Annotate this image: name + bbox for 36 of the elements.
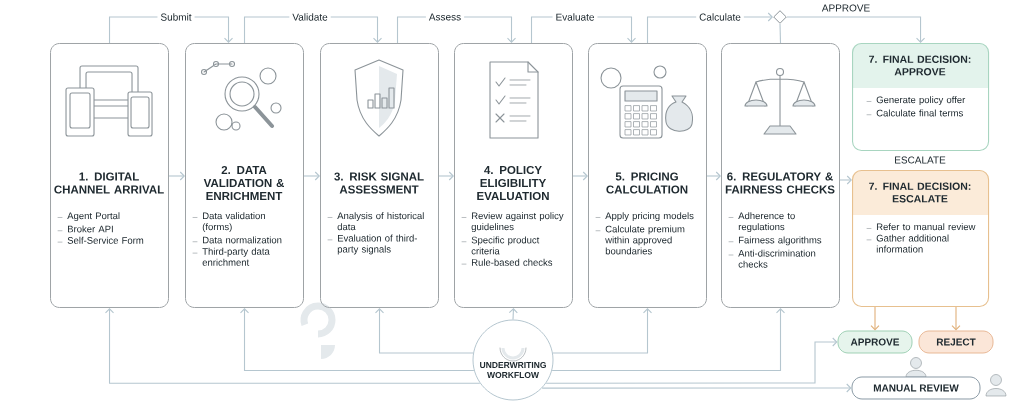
arrow	[545, 337, 838, 384]
edge-label: ESCALATE	[895, 156, 946, 164]
decision-card: 7. FINAL DECISION: APPROVE Generate policy offer Calculate final terms	[852, 43, 990, 152]
decision-card: 7. FINAL DECISION: ESCALATE Refer to manual review Gather additional information	[852, 170, 990, 308]
step-card: 1. DIGITAL CHANNEL ARRIVAL Agent Portal Broker API Self-Service Form	[50, 43, 169, 308]
arrow	[508, 308, 518, 321]
step-card: 5. PRICING CALCULATION Apply pricing models Calculate premium within approved boundaries	[588, 43, 707, 308]
edge-label: Submit	[157, 12, 195, 22]
step-card: 3. RISK SIGNAL ASSESSMENT Analysis of historical data Evaluation of third-party signals	[320, 43, 439, 308]
arrow	[552, 308, 653, 354]
outcome-pill: APPROVE	[837, 330, 913, 354]
arrow	[239, 308, 475, 372]
arrow	[706, 171, 721, 181]
edge-label: Assess	[425, 12, 465, 22]
arrow	[786, 16, 926, 43]
arrow	[870, 306, 880, 331]
step-card: 2. DATA VALIDATION & ENRICHMENT Data validation (forms) Data normalization Third-party data enrichment	[185, 43, 304, 308]
arrow	[438, 171, 454, 181]
arrow	[572, 171, 588, 181]
arrow	[104, 308, 481, 384]
step-card: 4. POLICY ELIGIBILITY EVALUATION Review against policy guidelines Specific product criteria Rule-based checks	[454, 43, 573, 308]
edge-label: APPROVE	[821, 4, 870, 12]
arrow	[374, 308, 474, 354]
decision-diamond	[773, 10, 787, 24]
arrow	[168, 171, 185, 181]
arrow	[551, 308, 786, 372]
arrow	[541, 383, 852, 393]
edge-label: Evaluate	[552, 12, 598, 22]
step-card: 6. REGULATORY & FAIRNESS CHECKS Adherence to regulations Fairness algorithms Anti-discrimination checks	[721, 43, 840, 308]
outcome-pill: REJECT	[918, 330, 994, 354]
edge-label: Calculate	[696, 12, 744, 22]
arrow	[951, 306, 961, 331]
arrow	[303, 171, 320, 181]
outcome-pill: MANUAL REVIEW	[851, 376, 981, 400]
edge-label: Validate	[289, 12, 331, 22]
arrow	[839, 175, 852, 185]
